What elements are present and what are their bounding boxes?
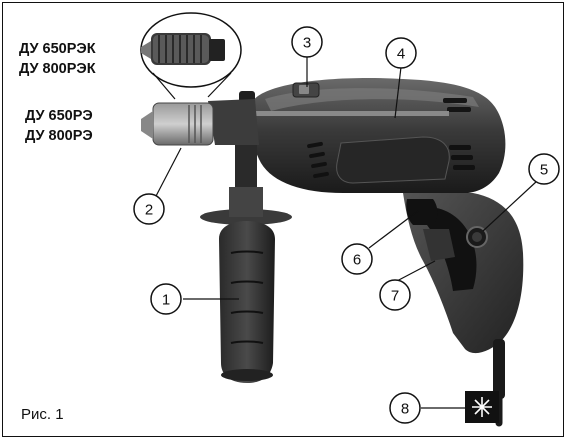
svg-text:7: 7 [391,288,399,305]
callout-4: 4 [385,37,417,69]
callout-3: 3 [291,26,323,58]
drill-illustration: 1 2 3 4 5 6 7 8 [133,12,560,427]
callout-8: 8 [389,392,421,424]
model-label-650re: ДУ 650РЭ [25,108,93,124]
model-label-800rek: ДУ 800РЭК [19,61,96,77]
model-label-650rek: ДУ 650РЭК [19,41,96,57]
svg-text:5: 5 [540,162,548,179]
callout-1: 1 [150,283,182,315]
svg-text:6: 6 [353,252,361,269]
svg-text:3: 3 [303,35,311,52]
power-cord [465,339,505,427]
svg-text:8: 8 [401,401,409,418]
keyless-chuck-inset [140,12,242,88]
callout-2: 2 [133,193,165,225]
callout-5: 5 [528,153,560,185]
callout-7: 7 [379,279,411,311]
callout-6: 6 [341,243,373,275]
svg-text:1: 1 [162,292,170,309]
svg-text:4: 4 [397,46,405,63]
figure-caption: Рис. 1 [21,406,64,423]
callout-leaders [154,57,538,409]
svg-text:2: 2 [145,202,153,219]
model-label-800re: ДУ 800РЭ [25,128,93,144]
key-chuck [141,102,214,146]
drill-body [208,77,506,194]
auxiliary-handle [200,145,292,383]
pistol-grip [403,193,524,354]
figure-frame: ДУ 650РЭК ДУ 800РЭК ДУ 650РЭ ДУ 800РЭ [2,2,564,437]
